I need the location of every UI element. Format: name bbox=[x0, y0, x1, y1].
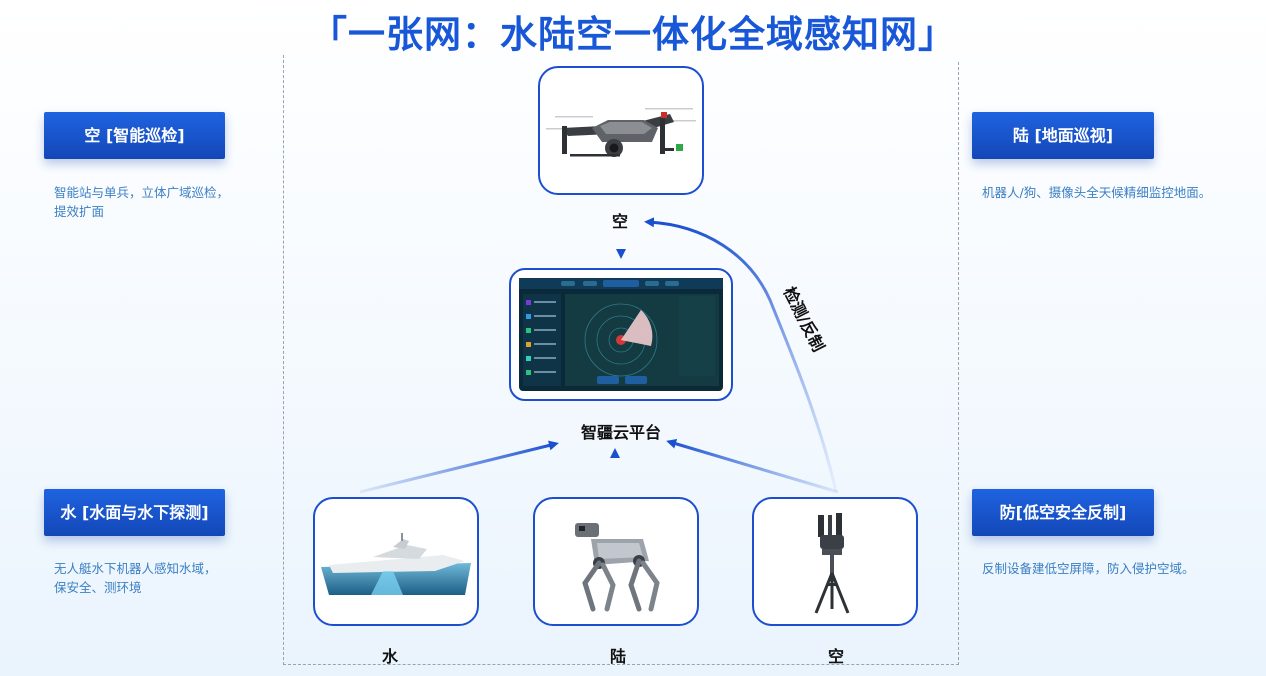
water-detection-tag: 水 [水面与水下探测] bbox=[44, 489, 225, 536]
air-desc-line-1: 智能站与单兵，立体广域巡检， bbox=[54, 185, 230, 200]
water-card bbox=[313, 497, 479, 626]
low-altitude-defense-tag: 防[低空安全反制] bbox=[972, 489, 1154, 536]
land-label: 陆 bbox=[609, 647, 626, 666]
water-detection-desc: 无人艇水下机器人感知水域， 保安全、测环境 bbox=[54, 559, 274, 597]
dashboard-screen-icon bbox=[519, 278, 723, 391]
page-title: 「一张网：水陆空一体化全域感知网」 bbox=[310, 13, 956, 56]
ground-patrol-tag: 陆 [地面巡视] bbox=[972, 112, 1154, 159]
water-desc-line-1: 无人艇水下机器人感知水域， bbox=[54, 561, 217, 576]
air-label: 空 bbox=[827, 647, 844, 666]
low-altitude-defense-desc: 反制设备建低空屏障，防入侵护空域。 bbox=[982, 561, 1195, 576]
vessel-icon bbox=[321, 533, 471, 595]
air-inspection-tag: 空 [智能巡检] bbox=[44, 112, 225, 159]
water-label: 水 bbox=[381, 647, 398, 666]
drone-label: 空 bbox=[611, 212, 628, 231]
counter-uav-tripod-icon bbox=[814, 513, 850, 614]
air-inspection-desc: 智能站与单兵，立体广域巡检， 提效扩面 bbox=[54, 183, 274, 221]
air-defense-card bbox=[752, 497, 918, 626]
arrow-water-to-platform bbox=[359, 440, 559, 494]
frame-right-line bbox=[958, 62, 959, 665]
drone-card bbox=[538, 66, 704, 195]
water-desc-line-2: 保安全、测环境 bbox=[54, 580, 142, 595]
robot-dog-icon bbox=[575, 523, 660, 612]
cloud-platform-label: 智疆云平台 bbox=[580, 423, 661, 442]
frame-bottom-line bbox=[283, 664, 959, 665]
frame-left-line bbox=[283, 55, 284, 665]
arrow-counter-curve bbox=[644, 217, 838, 493]
air-desc-line-2: 提效扩面 bbox=[54, 204, 105, 219]
ground-patrol-desc: 机器人/狗、摄像头全天候精细监控地面。 bbox=[982, 185, 1212, 200]
arrow-defense-to-platform bbox=[666, 438, 839, 494]
land-card bbox=[533, 497, 699, 626]
drone-icon bbox=[546, 108, 696, 157]
cloud-platform-card bbox=[509, 268, 733, 401]
